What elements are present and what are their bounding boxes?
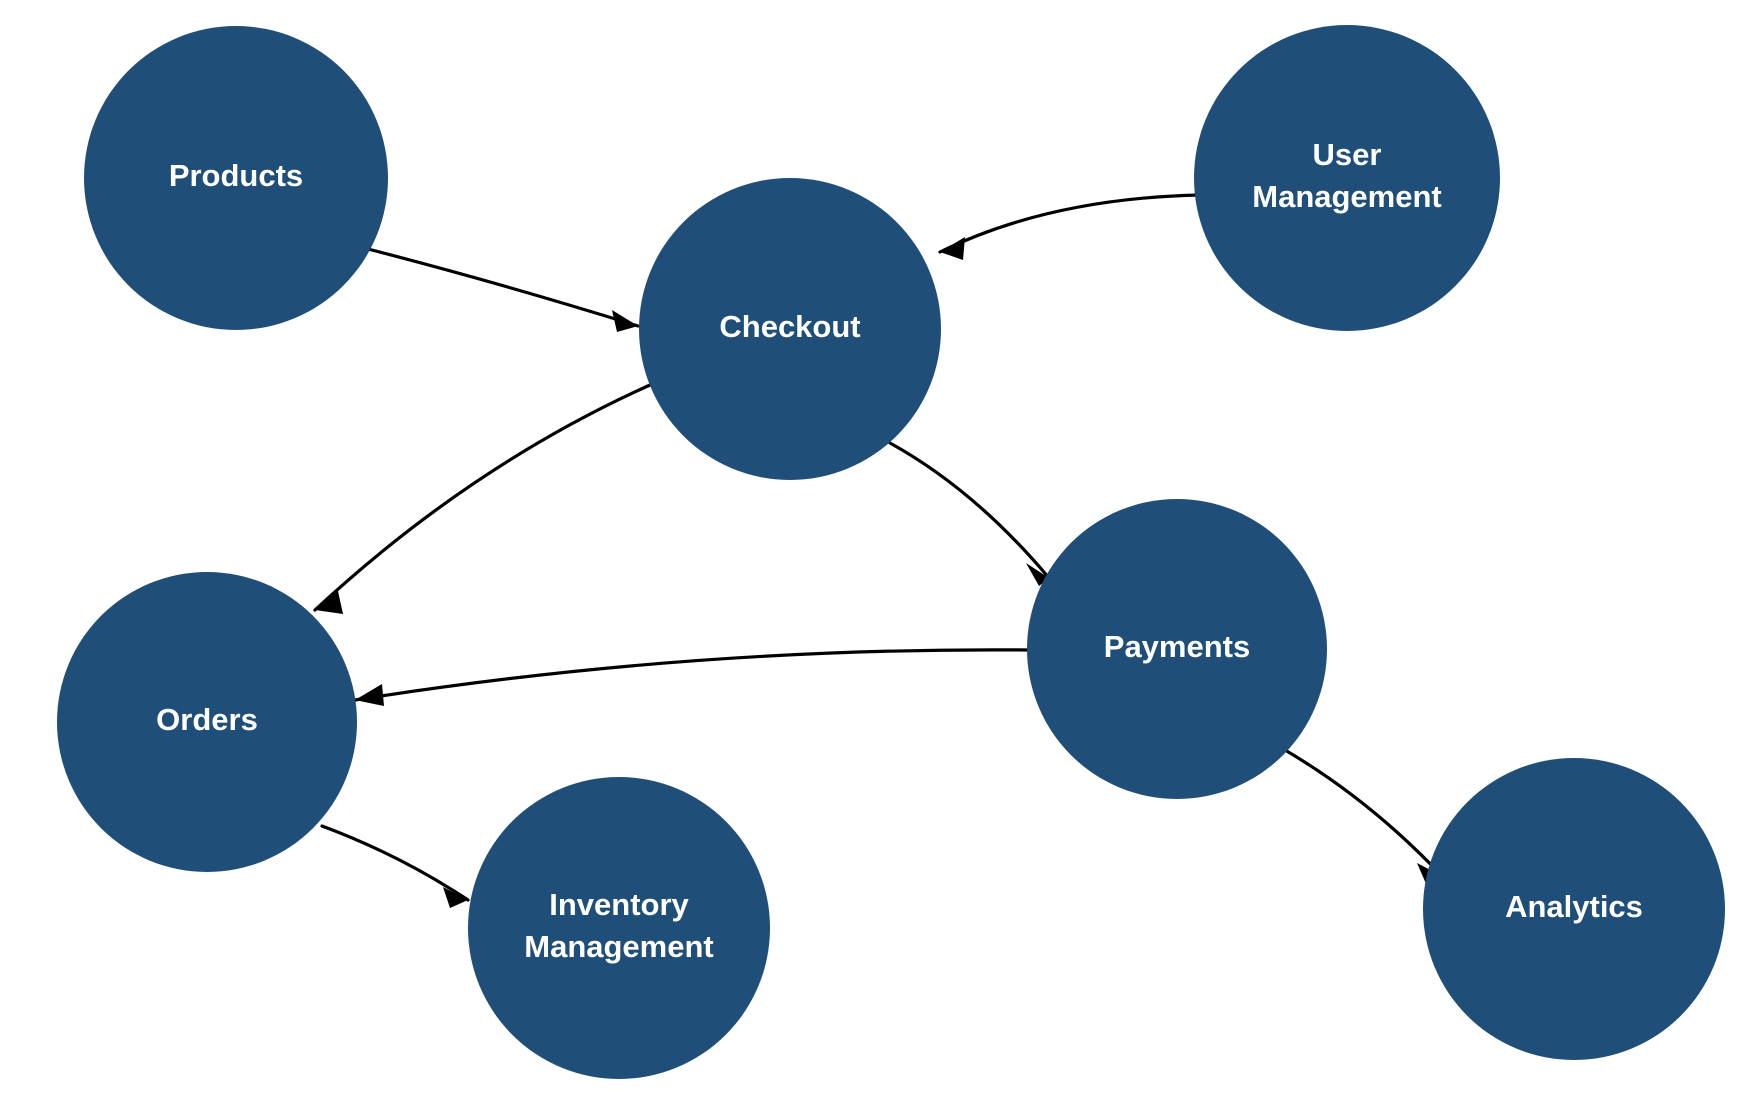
graph-node-checkout[interactable]: Checkout [639,178,941,480]
graph-node-payments[interactable]: Payments [1027,499,1327,799]
arrowhead-icon [940,237,965,260]
arrowhead-icon [612,310,638,332]
node-circle[interactable] [468,777,770,1079]
node-circle[interactable] [1423,758,1725,1060]
edge-line [313,383,652,612]
arrowhead-icon [1026,563,1049,586]
edge-products-to-checkout [366,247,640,332]
arrowhead-icon [443,887,468,908]
edge-orders-to-inventory-management [320,824,470,908]
node-circle[interactable] [639,178,941,480]
edge-user-management-to-checkout [938,193,1203,260]
graph-node-orders[interactable]: Orders [57,572,357,872]
arrowhead-icon [355,684,384,706]
node-circle[interactable] [57,572,357,872]
graph-node-analytics[interactable]: Analytics [1423,758,1725,1060]
edge-line [320,824,470,902]
edge-line [1283,748,1444,878]
node-circle[interactable] [1194,25,1500,331]
arrowhead-icon [315,591,343,614]
edge-line [888,441,1051,580]
edge-checkout-to-payments [888,441,1051,586]
edge-line [353,648,1032,702]
graph-node-products[interactable]: Products [84,26,388,330]
edge-payments-to-orders [353,648,1032,706]
node-circle[interactable] [84,26,388,330]
edge-checkout-to-orders [313,383,652,614]
edge-line [366,247,640,328]
node-circle[interactable] [1027,499,1327,799]
edge-line [938,193,1203,254]
